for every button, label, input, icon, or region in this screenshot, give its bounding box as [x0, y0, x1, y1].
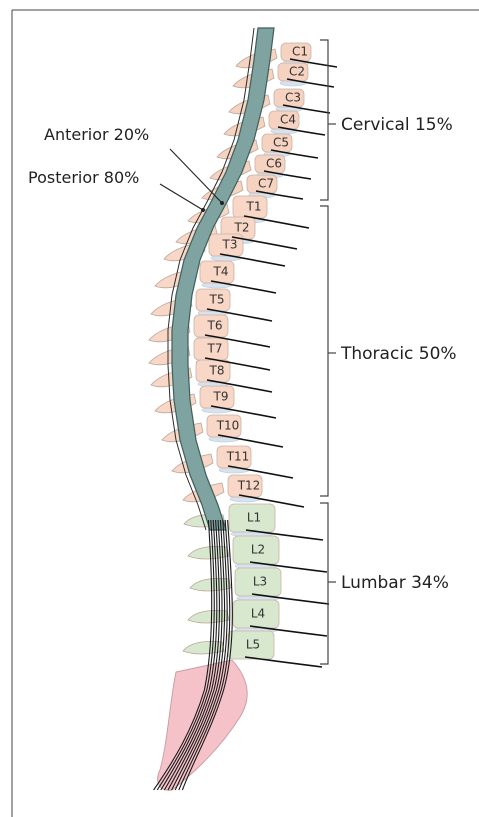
thoracic-label: Thoracic 50% [340, 344, 457, 364]
lumbar-bracket [320, 503, 336, 664]
vertebra-label-l2: L2 [251, 543, 265, 557]
vertebra-label-t11: T11 [226, 450, 250, 464]
vertebra-label-c2: C2 [289, 65, 305, 79]
anterior-pointer-dot [220, 201, 224, 205]
anterior-label: Anterior 20% [44, 125, 149, 144]
vertebra-label-t4: T4 [213, 265, 229, 279]
vertebra-label-t1: T1 [246, 200, 262, 214]
vertebra-label-c3: C3 [285, 91, 301, 105]
spinous-process-l4 [188, 610, 229, 623]
cervical-label: Cervical 15% [341, 115, 453, 135]
posterior-label: Posterior 80% [28, 168, 139, 187]
vertebra-label-c7: C7 [258, 177, 274, 191]
vertebra-label-t5: T5 [209, 293, 225, 307]
vertebra-label-c6: C6 [266, 157, 282, 171]
vertebra-label-c1: C1 [292, 45, 308, 59]
vertebra-label-t8: T8 [209, 364, 225, 378]
vertebra-label-c5: C5 [273, 136, 289, 150]
vertebra-label-t7: T7 [207, 342, 223, 356]
vertebra-label-l5: L5 [246, 638, 260, 652]
sacrum-shape [158, 660, 248, 790]
lumbar-label: Lumbar 34% [341, 573, 449, 593]
vertebra-label-l1: L1 [247, 511, 261, 525]
thoracic-bracket [320, 206, 336, 496]
sacrum [158, 660, 248, 790]
vertebra-label-t6: T6 [207, 319, 223, 333]
vertebra-label-l4: L4 [251, 607, 265, 621]
posterior-pointer-dot [201, 208, 205, 212]
spinous-process-l3 [190, 578, 231, 591]
vertebra-label-t9: T9 [213, 390, 229, 404]
nerve-root-l5 [245, 657, 322, 667]
posterior-pointer [160, 184, 203, 210]
vertebra-label-c4: C4 [280, 113, 296, 127]
vertebra-label-t3: T3 [222, 238, 238, 252]
vertebra-label-t10: T10 [216, 419, 240, 433]
vertebra-label-t12: T12 [237, 479, 261, 493]
vertebra-label-l3: L3 [253, 575, 267, 589]
vertebra-label-t2: T2 [234, 221, 250, 235]
